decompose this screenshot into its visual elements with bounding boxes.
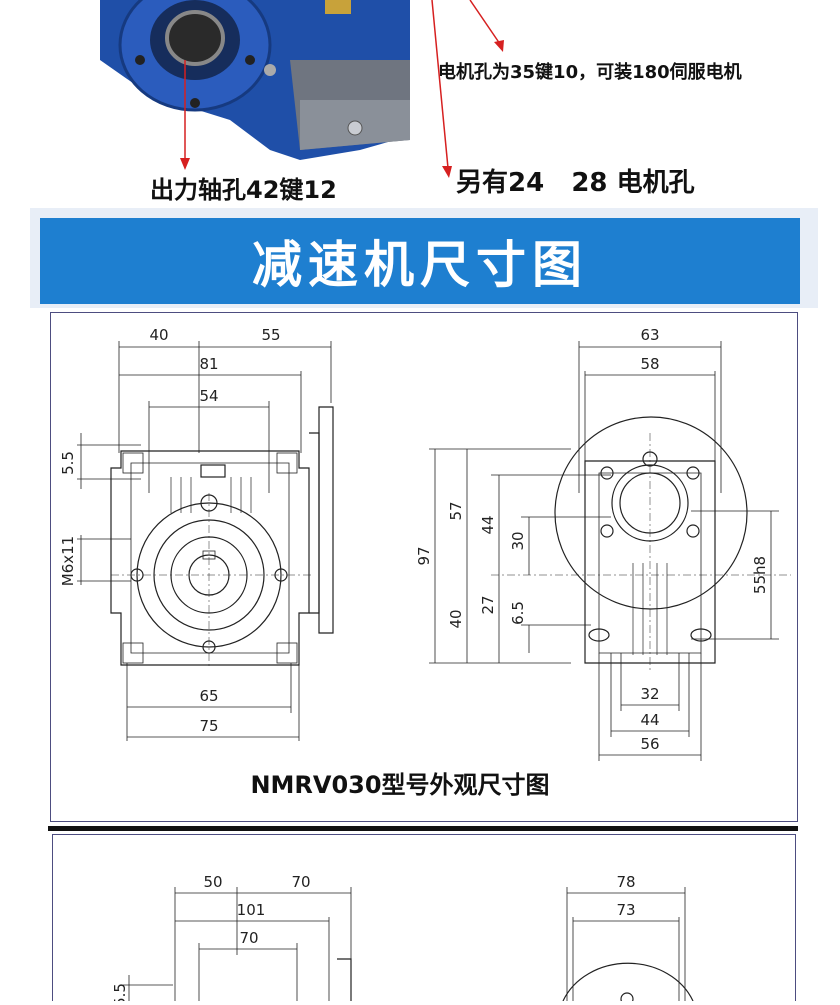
p2-dim-front-top-4: 70	[239, 929, 258, 947]
dim-side-left-7: 6.5	[509, 601, 527, 625]
dim-side-left-2: 57	[447, 501, 465, 520]
p2-dim-front-left-1: 5.5	[111, 983, 129, 1001]
drawing-panel-2: 50 70 101 70 5.5 78 73	[52, 834, 796, 1005]
p2-dim-front-top-3: 101	[237, 901, 266, 919]
dim-side-left-3: 44	[479, 515, 497, 534]
motor-hole-callout: 电机孔为35键10，可装180伺服电机	[438, 62, 742, 83]
dim-side-right-1: 55h8	[751, 556, 769, 594]
panel2-drawing: 50 70 101 70 5.5 78 73	[111, 873, 694, 1005]
section-divider	[48, 826, 798, 831]
dim-side-top-2: 58	[640, 355, 659, 373]
p2-dim-side-top-2: 73	[616, 901, 635, 919]
p2-dim-side-top-1: 78	[616, 873, 635, 891]
banner-title: 减速机尺寸图	[252, 236, 588, 294]
nmrv030-drawing: 40 55 81 54 5.5 M6x11 65 75 63 58 97 57 …	[59, 326, 791, 761]
p2-dim-front-top-2: 70	[291, 873, 310, 891]
dim-front-top-2: 55	[261, 326, 280, 344]
output-shaft-callout: 出力轴孔42键12	[150, 176, 337, 204]
dim-front-bottom-2: 75	[199, 717, 218, 735]
dim-side-bottom-1: 32	[640, 685, 659, 703]
dim-front-bottom-1: 65	[199, 687, 218, 705]
p2-dim-front-top-1: 50	[203, 873, 222, 891]
gearbox-photo	[100, 0, 504, 178]
dim-front-top-3: 81	[199, 355, 218, 373]
dim-front-left-2: M6x11	[59, 536, 77, 586]
dim-side-left-1: 97	[415, 546, 433, 565]
dim-side-top-1: 63	[640, 326, 659, 344]
dim-side-left-4: 30	[509, 531, 527, 550]
drawing-panel-nmrv030: 40 55 81 54 5.5 M6x11 65 75 63 58 97 57 …	[50, 312, 798, 822]
section-banner: 减速机尺寸图	[40, 218, 800, 304]
panel1-caption: NMRV030型号外观尺寸图	[250, 771, 550, 799]
dim-side-bottom-2: 44	[640, 711, 659, 729]
dim-front-top-1: 40	[149, 326, 168, 344]
dim-side-bottom-3: 56	[640, 735, 659, 753]
dim-front-top-4: 54	[199, 387, 218, 405]
dim-side-left-5: 40	[447, 609, 465, 628]
dim-side-left-6: 27	[479, 595, 497, 614]
product-photo-area: 电机孔为35键10，可装180伺服电机 出力轴孔42键12 另有24 28 电机…	[0, 0, 840, 208]
dim-front-left-1: 5.5	[59, 451, 77, 475]
other-motor-callout: 另有24 28 电机孔	[456, 168, 695, 198]
